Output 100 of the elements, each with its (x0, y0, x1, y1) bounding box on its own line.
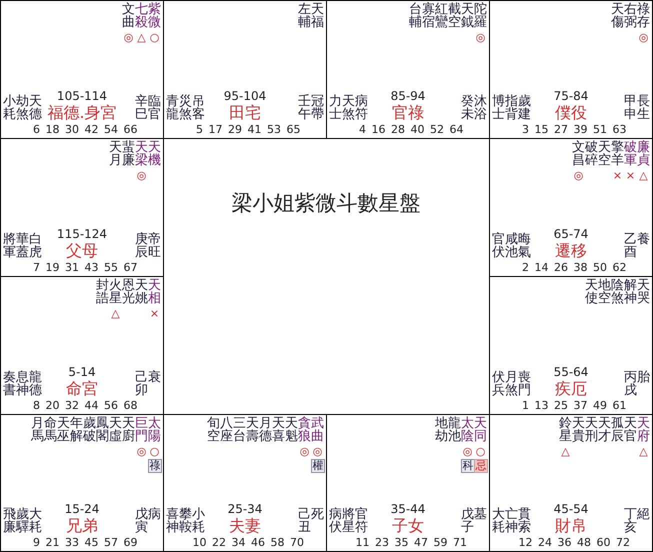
palace-cell (326, 0, 490, 139)
stem-branch: 癸未 (461, 95, 474, 121)
minor-star-name: 青龍 (166, 95, 179, 121)
minor-star-name: 天德 (29, 95, 42, 121)
minor-star-name: 大耗 (29, 508, 42, 534)
star-name: 天官 (624, 417, 637, 443)
star-name: 天傷 (611, 3, 624, 29)
palace-name: 財帛 (555, 517, 587, 534)
main-star-name: 天梁 (135, 141, 148, 167)
brightness-mark: △ (110, 307, 121, 320)
age-range: 25-34 (228, 503, 262, 516)
star-name: 地空 (598, 279, 611, 305)
palace-name: 官祿 (392, 104, 424, 121)
brightness-mark: ◎ (122, 31, 134, 44)
minor-star-name: 華蓋 (16, 233, 29, 259)
age-list: 3 15 27 39 51 63 (522, 123, 626, 136)
palace-cell (163, 414, 327, 552)
main-star-name: 廉貞 (637, 141, 650, 167)
minor-star-name: 龍德 (29, 371, 42, 397)
stem-branch: 辛巳 (135, 95, 148, 121)
star-name: 左輔 (298, 3, 311, 29)
minor-star-name: 亡神 (505, 508, 518, 534)
palace-name: 遷移 (555, 242, 587, 259)
minor-star-name: 博士 (492, 95, 505, 121)
star-name: 陰煞 (611, 279, 624, 305)
stem-branch: 庚辰 (135, 233, 148, 259)
growth-stage: 絕 (637, 508, 650, 521)
age-range: 35-44 (390, 503, 426, 516)
minor-star-name: 飛廉 (3, 508, 16, 534)
minor-star-name: 晦氣 (518, 233, 531, 259)
age-list: 8 20 32 44 56 68 (33, 399, 138, 412)
brightness-mark: × (612, 169, 624, 182)
star-name: 八座 (220, 417, 233, 443)
minor-star-name: 官符 (355, 508, 368, 534)
palace-name: 疾厄 (555, 380, 587, 397)
minor-star-name: 白虎 (29, 233, 42, 259)
star-name: 天福 (311, 3, 324, 29)
minor-star-name: 喪門 (518, 371, 531, 397)
star-name: 天貴 (572, 417, 585, 443)
transformation-marker: 權 (311, 459, 325, 473)
growth-stage: 沐浴 (474, 95, 487, 121)
minor-star-name: 災煞 (179, 95, 192, 121)
star-name: 天空 (598, 141, 611, 167)
minor-star-name: 將星 (342, 508, 355, 534)
star-name: 月德 (259, 417, 272, 443)
star-name: 文曲 (122, 3, 135, 29)
star-name: 天使 (585, 279, 598, 305)
palace-cell (489, 414, 653, 552)
stem-branch: 戊子 (461, 508, 474, 534)
main-star-name: 太陰 (461, 417, 474, 443)
main-star-name: 天相 (148, 279, 161, 305)
star-name: 寡宿 (422, 3, 435, 29)
main-star-name: 天同 (474, 417, 487, 443)
palace-cell (489, 138, 653, 277)
growth-stage: 衰 (148, 371, 161, 384)
age-list: 10 22 34 46 58 70 (192, 536, 304, 549)
star-name: 紅鸞 (435, 3, 448, 29)
star-name: 祿存 (637, 3, 650, 29)
minor-star-name: 息神 (16, 371, 29, 397)
star-name: 年解 (70, 417, 83, 443)
age-list: 7 19 31 43 55 67 (33, 261, 138, 274)
minor-star-name: 小耗 (192, 508, 205, 534)
minor-star-name: 攀鞍 (179, 508, 192, 534)
stem-branch: 己丑 (298, 508, 311, 534)
age-list: 1 13 25 37 49 61 (522, 399, 626, 412)
star-name: 天刑 (585, 417, 598, 443)
minor-star-name: 歲驛 (16, 508, 29, 534)
star-name: 文昌 (572, 141, 585, 167)
star-name: 天月 (109, 141, 122, 167)
minor-star-name: 小耗 (3, 95, 16, 121)
brightness-mark: △ (638, 169, 649, 182)
star-name: 旬空 (207, 417, 220, 443)
star-name: 地劫 (435, 417, 448, 443)
growth-stage: 長生 (637, 95, 650, 121)
growth-stage: 墓 (474, 508, 487, 521)
palace-cell (163, 0, 327, 139)
palace-cell (0, 0, 164, 139)
minor-star-name: 力士 (329, 95, 342, 121)
stem-branch: 戊寅 (135, 508, 148, 534)
age-range: 45-54 (554, 503, 588, 516)
minor-star-name: 官伏 (492, 233, 505, 259)
palace-name: 父母 (66, 242, 98, 259)
stem-branch: 甲申 (624, 95, 637, 121)
palace-cell (489, 0, 653, 139)
brightness-mark: ◎ (312, 445, 324, 458)
star-name: 天廚 (122, 417, 135, 443)
minor-star-name: 劫煞 (16, 95, 29, 121)
minor-star-name: 將軍 (3, 233, 16, 259)
star-name: 右弼 (624, 3, 637, 29)
star-name: 天喜 (272, 417, 285, 443)
brightness-mark: ◎ (462, 445, 474, 458)
palace-cell (489, 276, 653, 415)
main-star-name: 太陽 (148, 417, 161, 443)
minor-star-name: 伏兵 (492, 371, 505, 397)
age-list: 4 16 28 40 52 64 (359, 123, 464, 136)
brightness-mark: △ (638, 445, 649, 458)
stem-branch: 乙酉 (624, 233, 637, 259)
age-range: 55-64 (554, 366, 588, 379)
star-name: 鈴星 (559, 417, 572, 443)
minor-star-name: 咸池 (505, 233, 518, 259)
